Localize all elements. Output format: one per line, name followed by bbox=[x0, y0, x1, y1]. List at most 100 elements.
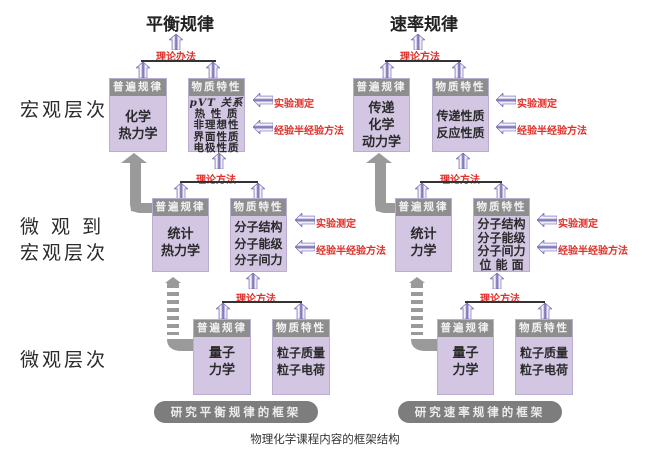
up-arrow-icon bbox=[452, 62, 466, 78]
method-label: 理论方法 bbox=[400, 52, 440, 63]
up-arrow-icon bbox=[415, 183, 429, 199]
property-line: 分子间力 bbox=[477, 244, 526, 258]
law-box-header: 普遍规律 bbox=[438, 320, 493, 337]
left-arrow-icon bbox=[537, 213, 557, 227]
up-arrow-icon bbox=[212, 153, 226, 169]
law-line: 传递 bbox=[368, 101, 395, 116]
property-box-header: 物质特性 bbox=[231, 199, 286, 216]
column-title-rate: 速率规律 bbox=[390, 15, 458, 35]
law-line: 统计 bbox=[167, 227, 194, 242]
property-box: 物质特性 分子结构 分子能级 分子间力 位 能 面 bbox=[473, 198, 530, 272]
law-line: 量子 bbox=[452, 346, 479, 361]
law-line: 力学 bbox=[208, 363, 235, 378]
law-line: 热力学 bbox=[118, 127, 158, 142]
up-arrow-icon bbox=[411, 34, 425, 50]
property-box-header: 物质特性 bbox=[516, 320, 572, 337]
connector-line bbox=[141, 60, 216, 62]
method-label: 理论方法 bbox=[440, 171, 480, 186]
law-line: 化学 bbox=[368, 118, 395, 133]
property-box: 物质特性 传递性质 反应性质 bbox=[432, 78, 489, 152]
side-input-label: 经验半经验方法 bbox=[274, 126, 344, 137]
up-arrow-icon bbox=[494, 183, 508, 199]
property-line: pVT 关系 bbox=[189, 97, 244, 109]
property-box-header: 物质特性 bbox=[189, 79, 244, 96]
side-input-label: 实验测定 bbox=[274, 99, 314, 110]
up-arrow-icon bbox=[456, 153, 470, 169]
law-box-header: 普遍规律 bbox=[354, 79, 409, 96]
property-line: 电极性质 bbox=[193, 141, 240, 154]
level-label-micro: 微观层次 bbox=[20, 349, 109, 371]
law-box: 普遍规律 量子 力学 bbox=[437, 319, 494, 395]
law-line: 力学 bbox=[452, 363, 479, 378]
law-box-header: 普遍规律 bbox=[110, 79, 166, 96]
up-arrow-icon bbox=[538, 303, 552, 319]
up-arrow-icon bbox=[251, 183, 265, 199]
property-box: 物质特性 pVT 关系 热 性 质 非理想性 界面性质 电极性质 bbox=[188, 78, 245, 154]
side-input-label: 经验半经验方法 bbox=[558, 246, 628, 257]
law-box: 普遍规律 化学 热力学 bbox=[109, 78, 167, 152]
left-arrow-icon bbox=[496, 93, 516, 107]
law-box-header: 普遍规律 bbox=[153, 199, 208, 216]
method-label: 理论方法 bbox=[236, 294, 276, 305]
property-line: 分子间力 bbox=[234, 253, 283, 267]
property-line: 分子能级 bbox=[234, 236, 283, 251]
law-box-header: 普遍规律 bbox=[194, 320, 250, 337]
left-arrow-icon bbox=[537, 240, 557, 254]
law-line: 统计 bbox=[410, 227, 437, 242]
property-box-header: 物质特性 bbox=[273, 320, 329, 337]
law-line: 热力学 bbox=[160, 244, 200, 259]
side-input-label: 经验半经验方法 bbox=[517, 126, 587, 137]
property-line: 粒子质量 bbox=[276, 346, 325, 360]
property-box: 物质特性 粒子质量 粒子电荷 bbox=[515, 319, 573, 395]
property-line: 分子结构 bbox=[234, 220, 283, 234]
property-line: 位 能 面 bbox=[479, 257, 524, 272]
left-arrow-icon bbox=[496, 120, 516, 134]
connector-line bbox=[420, 181, 502, 183]
up-arrow-icon bbox=[490, 273, 504, 289]
law-line: 力学 bbox=[410, 244, 437, 259]
grey-up-arrow-icon bbox=[121, 153, 159, 213]
connector-line bbox=[465, 301, 545, 303]
left-arrow-icon bbox=[295, 240, 315, 254]
property-line: 粒子质量 bbox=[519, 346, 568, 360]
property-box-header: 物质特性 bbox=[474, 199, 529, 216]
connector-line bbox=[180, 181, 258, 183]
up-arrow-icon bbox=[169, 34, 183, 50]
connector-line bbox=[222, 301, 302, 303]
property-line: 粒子电荷 bbox=[276, 363, 325, 377]
level-label-macro: 宏观层次 bbox=[20, 99, 109, 121]
law-line: 动力学 bbox=[361, 135, 401, 150]
left-arrow-icon bbox=[253, 93, 273, 107]
property-box-header: 物质特性 bbox=[433, 79, 488, 96]
property-line: 分子能级 bbox=[477, 230, 526, 245]
connector-line bbox=[385, 60, 461, 62]
framework-label-rate: 研究速率规律的框架 bbox=[398, 401, 562, 423]
left-arrow-icon bbox=[253, 120, 273, 134]
up-arrow-icon bbox=[136, 62, 150, 78]
framework-label-equilibrium: 研究平衡规律的框架 bbox=[154, 401, 318, 423]
property-box: 物质特性 分子结构 分子能级 分子间力 bbox=[230, 198, 287, 272]
level-label-micro-to-macro-2: 宏观层次 bbox=[20, 242, 109, 264]
side-input-label: 实验测定 bbox=[517, 99, 557, 110]
law-box-header: 普遍规律 bbox=[396, 199, 451, 216]
law-line: 量子 bbox=[208, 346, 235, 361]
property-line: 粒子电荷 bbox=[519, 363, 568, 377]
property-line: 传递性质 bbox=[436, 109, 485, 123]
law-box: 普遍规律 统计 热力学 bbox=[152, 198, 209, 272]
up-arrow-icon bbox=[380, 62, 394, 78]
up-arrow-icon bbox=[460, 303, 474, 319]
grey-dashed-up-arrow-icon bbox=[409, 277, 438, 351]
method-label: 理论方法 bbox=[196, 171, 236, 186]
law-box: 普遍规律 传递 化学 动力学 bbox=[353, 78, 410, 152]
method-label: 理论方法 bbox=[480, 294, 520, 305]
up-arrow-icon bbox=[294, 303, 308, 319]
side-input-label: 经验半经验方法 bbox=[316, 246, 386, 257]
method-label: 理论办法 bbox=[156, 52, 196, 63]
side-input-label: 实验测定 bbox=[316, 219, 356, 230]
up-arrow-icon bbox=[206, 62, 220, 78]
property-line: 分子结构 bbox=[477, 217, 526, 231]
left-arrow-icon bbox=[295, 213, 315, 227]
property-line: 反应性质 bbox=[436, 126, 485, 140]
property-line: 非理想性 bbox=[193, 119, 240, 132]
level-label-micro-to-macro-1: 微 观 到 bbox=[20, 216, 105, 238]
